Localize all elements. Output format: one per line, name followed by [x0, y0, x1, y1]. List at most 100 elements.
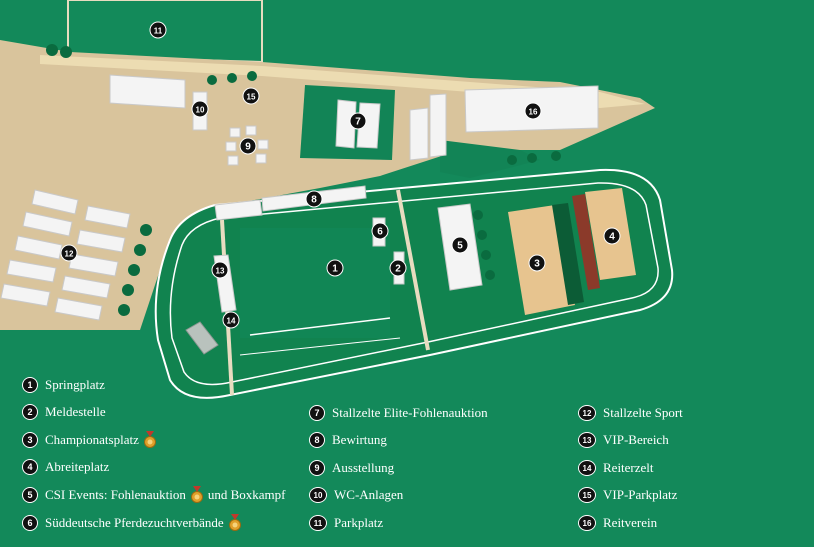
exhibit-stand	[255, 153, 267, 164]
stall-tent	[14, 235, 63, 260]
tree	[247, 71, 257, 81]
springplatz-area	[240, 228, 390, 338]
legend-label: Stallzelte Elite-Fohlenauktion	[332, 405, 488, 420]
legend-number: 2	[22, 404, 38, 420]
tree	[122, 284, 134, 296]
tree	[46, 44, 58, 56]
green-strip	[552, 203, 584, 305]
map-marker-label: 15	[247, 93, 256, 102]
legend-number: 1	[22, 377, 38, 393]
stall-tent	[6, 259, 57, 283]
legend-number: 11	[309, 515, 327, 531]
map-marker-label: 10	[196, 106, 205, 115]
map-marker-label: 14	[227, 317, 236, 326]
exhibit-stand	[245, 125, 257, 136]
legend-item-4: 4 Abreiteplatz	[22, 459, 109, 475]
medal-icon	[143, 431, 156, 448]
map-marker-label: 7	[355, 117, 361, 128]
building-bewirtung-a	[214, 199, 263, 221]
map-marker-circle	[603, 227, 621, 245]
map-marker-13: 13	[211, 261, 229, 279]
stall-tent	[0, 283, 51, 307]
legend-label: Parkplatz	[334, 515, 384, 530]
map-marker-10: 10	[191, 100, 209, 118]
map-marker-circle	[326, 259, 344, 277]
legend-label: Süddeutsche Pferdezuchtverbände	[45, 515, 224, 530]
map-marker-label: 1	[332, 264, 338, 275]
tree	[128, 264, 140, 276]
legend-label: Bewirtung	[332, 432, 387, 447]
map-marker-label: 13	[216, 267, 225, 276]
map-marker-circle	[211, 261, 229, 279]
tree	[485, 270, 495, 280]
stall-tent	[68, 253, 119, 277]
legend-item-13: 13 VIP-Bereich	[578, 432, 669, 448]
legend-label: Abreiteplatz	[45, 459, 110, 474]
map-marker-circle	[528, 254, 546, 272]
legend-number: 5	[22, 487, 38, 503]
exhibit-stand	[227, 155, 239, 166]
legend-label-suffix: und Boxkampf	[207, 487, 286, 502]
legend-label: Ausstellung	[332, 460, 395, 475]
legend-item-10: 10 WC-Anlagen	[309, 487, 403, 503]
map-marker-11: 11	[149, 21, 167, 39]
map-marker-label: 12	[65, 250, 74, 259]
legend-number: 7	[309, 405, 325, 421]
tree	[527, 153, 537, 163]
stall-tent	[22, 211, 73, 237]
map-marker-5: 5	[451, 236, 469, 254]
legend-label: Meldestelle	[45, 404, 106, 419]
stall-tent	[76, 229, 126, 253]
legend-number: 6	[22, 515, 38, 531]
legend-label: Reitverein	[603, 515, 658, 530]
map-marker-circle	[305, 190, 323, 208]
legend-label: VIP-Bereich	[603, 432, 669, 447]
map-marker-label: 11	[154, 27, 163, 36]
map-marker-label: 5	[457, 241, 463, 252]
medal-icon	[228, 514, 241, 531]
legend-item-5: 5 CSI Events: Fohlenauktion und Boxkampf	[22, 486, 285, 504]
legend-number: 10	[309, 487, 327, 503]
map-marker-12: 12	[60, 244, 78, 262]
tree	[477, 230, 487, 240]
map-marker-3: 3	[528, 254, 546, 272]
tree	[134, 244, 146, 256]
map-marker-4: 4	[603, 227, 621, 245]
exhibit-stand	[229, 127, 241, 138]
fence-line	[249, 317, 391, 336]
map-marker-8: 8	[305, 190, 323, 208]
legend-number: 12	[578, 405, 596, 421]
legend-number: 13	[578, 432, 596, 448]
map-marker-circle	[191, 100, 209, 118]
tree	[481, 250, 491, 260]
map-marker-circle	[222, 311, 240, 329]
legend-number: 14	[578, 460, 596, 476]
legend-label: WC-Anlagen	[334, 487, 404, 502]
legend-label: CSI Events: Fohlenauktion	[45, 487, 186, 502]
legend-label: VIP-Parkplatz	[603, 487, 678, 502]
trees	[46, 44, 561, 316]
building-barn	[109, 74, 186, 109]
building-stall-7a	[335, 99, 357, 149]
building-16-side-a	[409, 107, 429, 161]
stall-tent	[31, 189, 79, 215]
paddock-16	[440, 140, 540, 178]
exhibit-stand	[257, 139, 269, 150]
legend-label: Stallzelte Sport	[603, 405, 683, 420]
red-strip	[572, 194, 600, 290]
fence-line	[239, 337, 401, 356]
map-marker-circle	[524, 102, 542, 120]
legend-label: Championatsplatz	[45, 432, 139, 447]
legend-item-11: 11 Parkplatz	[309, 515, 383, 531]
stall-tent	[54, 297, 103, 321]
map-marker-label: 16	[529, 108, 538, 117]
map-marker-label: 2	[395, 264, 401, 275]
legend-item-7: 7 Stallzelte Elite-Fohlenauktion	[309, 405, 488, 421]
map-marker-circle	[60, 244, 78, 262]
legend-number: 4	[22, 459, 38, 475]
map-marker-circle	[349, 112, 367, 130]
